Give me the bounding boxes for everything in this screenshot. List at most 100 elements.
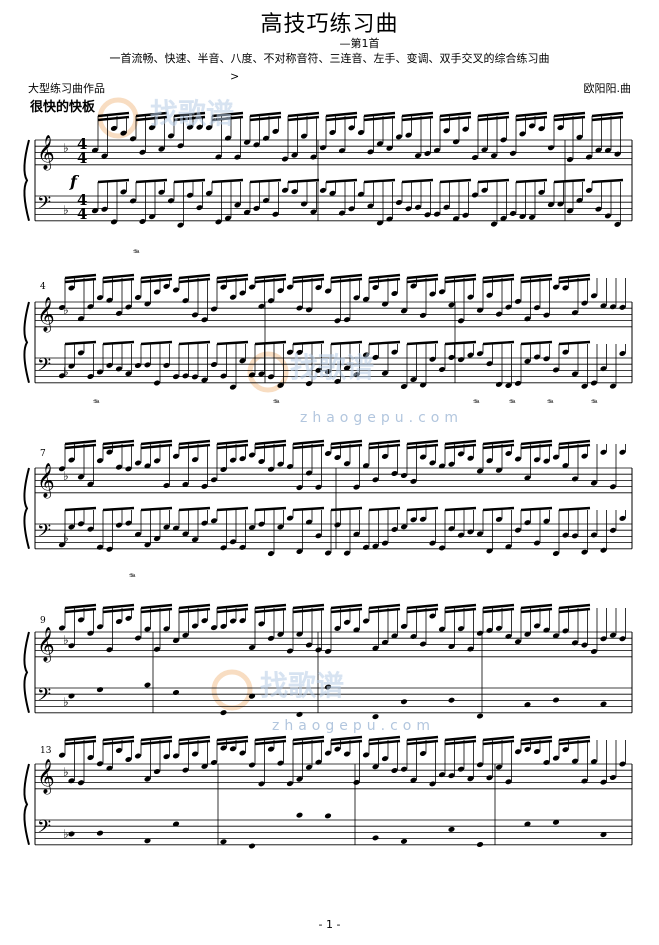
note-head	[220, 839, 227, 845]
note-head	[595, 206, 602, 212]
note-head	[182, 298, 189, 304]
note-head	[509, 210, 517, 216]
note-head	[144, 776, 151, 782]
note-head	[457, 357, 465, 363]
note-head	[343, 365, 351, 371]
note-beam	[135, 115, 168, 122]
note-head	[201, 618, 208, 624]
note-beam	[102, 607, 135, 614]
note-head	[172, 525, 180, 531]
note-head	[562, 285, 569, 291]
note-head	[163, 754, 170, 760]
note-head	[600, 303, 607, 309]
note-beam	[444, 273, 477, 280]
note-head	[619, 761, 626, 767]
note-head	[68, 363, 75, 369]
note-head	[153, 380, 161, 386]
pedal-mark: 𝆮	[590, 398, 597, 409]
note-head	[305, 381, 313, 387]
note-head	[505, 544, 512, 550]
note-head	[191, 537, 199, 543]
note-beam	[368, 277, 401, 284]
note-head	[267, 746, 275, 752]
bass-clef-icon: 𝄢	[37, 521, 51, 546]
note-head	[334, 318, 341, 324]
note-head	[357, 191, 365, 197]
note-head	[552, 454, 560, 460]
note-head	[267, 635, 275, 641]
note-head	[524, 821, 531, 827]
note-head	[296, 711, 303, 717]
note-head	[362, 463, 370, 469]
note-beam	[330, 735, 363, 742]
note-head	[201, 377, 208, 383]
note-head	[277, 524, 284, 530]
note-head	[186, 124, 194, 130]
note-head	[258, 621, 265, 627]
note-head	[163, 362, 170, 368]
note-beam	[444, 603, 477, 610]
note-head	[115, 619, 123, 625]
watermark-logo: 找歌谱	[290, 351, 375, 384]
note-beam	[325, 111, 358, 118]
note-head	[229, 746, 237, 752]
note-beam	[102, 439, 135, 446]
note-beam	[330, 506, 363, 512]
note-head	[129, 136, 137, 142]
note-head	[590, 380, 598, 386]
note-head	[505, 304, 512, 310]
note-head	[153, 646, 161, 652]
note-head	[210, 306, 218, 312]
note-head	[448, 526, 455, 532]
note-head	[210, 518, 218, 524]
note-head	[467, 529, 474, 535]
time-signature-bass-top: 4	[77, 191, 88, 209]
note-head	[509, 150, 517, 156]
note-head	[552, 755, 560, 761]
note-head	[239, 618, 246, 624]
note-head	[476, 713, 484, 719]
note-head	[343, 751, 351, 757]
tempo-marking: 很快的快板	[30, 100, 96, 115]
note-beam	[287, 115, 320, 122]
note-head	[196, 205, 203, 211]
note-head	[585, 154, 593, 160]
note-beam	[140, 443, 173, 450]
note-head	[191, 374, 199, 380]
note-head	[476, 762, 484, 768]
note-head	[310, 154, 317, 160]
note-head	[125, 756, 132, 762]
note-head	[600, 832, 607, 838]
note-head	[495, 311, 503, 317]
note-head	[381, 301, 389, 307]
note-beam	[482, 506, 515, 512]
note-beam	[287, 178, 320, 184]
note-head	[538, 126, 545, 132]
note-head	[305, 764, 313, 770]
note-head	[201, 317, 208, 323]
note-head	[400, 699, 408, 705]
note-head	[115, 310, 123, 316]
note-head	[115, 522, 123, 528]
note-head	[163, 283, 170, 289]
note-beam	[64, 603, 97, 610]
note-head	[115, 366, 123, 372]
note-head	[576, 197, 583, 203]
note-beam	[173, 178, 206, 184]
note-beam	[254, 607, 287, 614]
note-beam	[406, 506, 439, 512]
note-beam	[363, 111, 396, 118]
bass-clef-icon: 𝄢	[37, 193, 51, 218]
note-head	[524, 316, 531, 322]
note-head	[163, 626, 170, 632]
note-head	[324, 550, 332, 556]
note-head	[386, 216, 393, 222]
note-beam	[520, 506, 553, 512]
note-head	[400, 766, 408, 772]
note-head	[153, 536, 161, 542]
note-beam	[558, 739, 591, 746]
note-head	[528, 123, 536, 129]
note-head	[400, 472, 408, 478]
note-head	[438, 366, 446, 372]
note-head	[590, 532, 598, 538]
